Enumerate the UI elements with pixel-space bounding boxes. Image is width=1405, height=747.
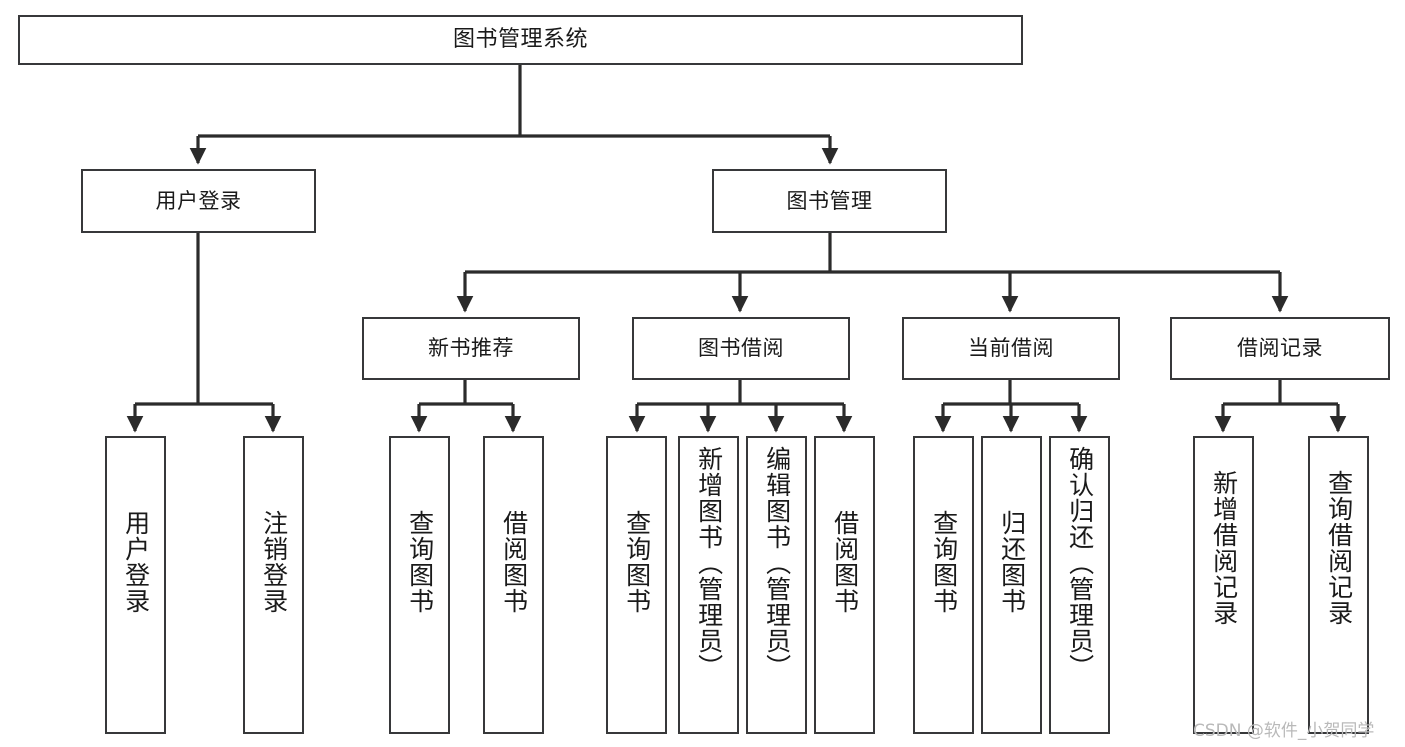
node-label: 编辑图书（管理员） xyxy=(762,446,792,680)
leaf-query-book-current[interactable]: 查询图书 xyxy=(913,436,974,734)
leaf-logout[interactable]: 注销登录 xyxy=(243,436,304,734)
node-book-borrow[interactable]: 图书借阅 xyxy=(632,317,850,380)
node-label: 查询图书 xyxy=(622,510,652,614)
node-label: 查询图书 xyxy=(405,510,435,614)
node-label: 新增借阅记录 xyxy=(1209,470,1239,626)
node-borrow-record[interactable]: 借阅记录 xyxy=(1170,317,1390,380)
leaf-edit-book-admin[interactable]: 编辑图书（管理员） xyxy=(746,436,807,734)
leaf-add-book-admin[interactable]: 新增图书（管理员） xyxy=(678,436,739,734)
node-label: 图书管理 xyxy=(786,188,873,213)
csdn-watermark: CSDN @软件_小贺同学 xyxy=(1193,721,1375,741)
node-label: 借阅图书 xyxy=(830,510,860,614)
node-label: 归还图书 xyxy=(997,510,1027,614)
node-label: 确认归还（管理员） xyxy=(1065,446,1095,680)
node-label: 借阅图书 xyxy=(499,510,529,614)
leaf-borrow-book-borrow[interactable]: 借阅图书 xyxy=(814,436,875,734)
node-book-manage[interactable]: 图书管理 xyxy=(712,169,947,233)
node-label: 用户登录 xyxy=(155,188,242,213)
node-label: 查询借阅记录 xyxy=(1324,470,1354,626)
leaf-query-book-borrow[interactable]: 查询图书 xyxy=(606,436,667,734)
node-user-login[interactable]: 用户登录 xyxy=(81,169,316,233)
leaf-user-login[interactable]: 用户登录 xyxy=(105,436,166,734)
node-label: 查询图书 xyxy=(929,510,959,614)
node-label: 注销登录 xyxy=(259,510,289,614)
leaf-return-book[interactable]: 归还图书 xyxy=(981,436,1042,734)
node-current-borrow[interactable]: 当前借阅 xyxy=(902,317,1120,380)
node-label: 新增图书（管理员） xyxy=(694,446,724,680)
node-label: 当前借阅 xyxy=(968,336,1054,361)
leaf-add-borrow-record[interactable]: 新增借阅记录 xyxy=(1193,436,1254,734)
node-label: 借阅记录 xyxy=(1237,336,1323,361)
node-new-book-recommend[interactable]: 新书推荐 xyxy=(362,317,580,380)
node-label: 图书管理系统 xyxy=(452,27,588,53)
node-label: 图书借阅 xyxy=(698,336,784,361)
node-label: 用户登录 xyxy=(121,510,151,614)
node-label: 新书推荐 xyxy=(428,336,514,361)
leaf-borrow-book-new[interactable]: 借阅图书 xyxy=(483,436,544,734)
leaf-query-book-new[interactable]: 查询图书 xyxy=(389,436,450,734)
leaf-query-borrow-record[interactable]: 查询借阅记录 xyxy=(1308,436,1369,734)
node-root-system[interactable]: 图书管理系统 xyxy=(18,15,1023,65)
leaf-confirm-return-admin[interactable]: 确认归还（管理员） xyxy=(1049,436,1110,734)
